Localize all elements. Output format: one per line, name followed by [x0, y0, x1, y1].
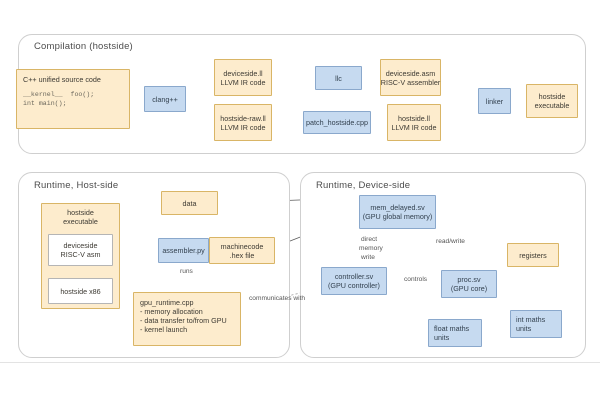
deviceside-ll-line1: deviceside.ll [223, 68, 263, 78]
deviceside-risc-v-asm-line2: RISC-V asm [60, 250, 101, 259]
deviceside-ll-line2: LLVM IR code [220, 77, 266, 87]
cpp-source-title: C++ unified source code [23, 75, 101, 84]
node-int-maths-units[interactable]: int maths units [510, 310, 562, 338]
proc-line2: (GPU core) [450, 284, 488, 293]
node-float-maths-units[interactable]: float maths units [428, 319, 482, 347]
node-cpp-source[interactable]: C++ unified source code __kernel__ foo()… [16, 69, 130, 129]
deviceside-asm-line2: RISC-V assembler [380, 77, 441, 87]
mem-delayed-line1: mem_delayed.sv [370, 203, 425, 212]
edge-label-direct-memory-write-line3: write [361, 254, 375, 261]
node-hostside-raw-ll[interactable]: hostside-raw.ll LLVM IR code [214, 104, 272, 141]
int-maths-line1: int maths [516, 315, 546, 324]
hostside-x86-label: hostside x86 [60, 286, 101, 296]
int-maths-line2: units [516, 324, 532, 333]
hostside-ll-line2: LLVM IR code [391, 122, 437, 132]
node-assembler-py[interactable]: assembler.py [158, 238, 209, 263]
clang-label: clang++ [152, 94, 178, 104]
hostside-ll-line1: hostside.ll [398, 113, 430, 123]
edge-label-runs: runs [180, 268, 193, 275]
gpu-runtime-bullet-3: - kernel launch [140, 325, 188, 334]
cpp-source-code-line2: int main(); [23, 99, 67, 107]
patch-hostside-label: patch_hostside.cpp [306, 118, 368, 127]
node-clang[interactable]: clang++ [144, 86, 186, 112]
node-machinecode-hex[interactable]: machinecode .hex file [209, 237, 275, 264]
assembler-py-label: assembler.py [162, 246, 205, 255]
node-data[interactable]: data [161, 191, 218, 215]
machinecode-line1: machinecode [220, 241, 264, 251]
node-controller-sv[interactable]: controller.sv (GPU controller) [321, 267, 387, 295]
hostside-raw-ll-line1: hostside-raw.ll [220, 113, 266, 123]
linker-label: linker [485, 96, 504, 106]
panel-runtime-host-title: Runtime, Host-side [34, 180, 119, 191]
node-hostside-ll[interactable]: hostside.ll LLVM IR code [387, 104, 441, 141]
page-divider [0, 362, 600, 363]
edge-label-direct-memory-write-line2: memory [359, 245, 383, 252]
gpu-runtime-bullet-1: - memory allocation [140, 307, 203, 316]
hostside-executable-line2: executable [534, 101, 570, 110]
node-hostside-executable[interactable]: hostside executable [526, 84, 578, 118]
proc-line1: proc.sv [457, 275, 481, 284]
node-patch-hostside[interactable]: patch_hostside.cpp [303, 111, 371, 134]
machinecode-line2: .hex file [229, 250, 255, 260]
node-deviceside-risc-v-asm[interactable]: deviceside RISC-V asm [48, 234, 113, 266]
edge-label-communicates-with: communicates with [249, 295, 306, 302]
float-maths-line1: float maths [434, 324, 470, 333]
edge-label-controls: controls [404, 276, 428, 283]
node-linker[interactable]: linker [478, 88, 511, 114]
deviceside-risc-v-asm-line1: deviceside [63, 241, 98, 250]
registers-label: registers [519, 250, 547, 260]
node-hostside-x86[interactable]: hostside x86 [48, 278, 113, 304]
node-deviceside-asm[interactable]: deviceside.asm RISC-V assembler [380, 59, 441, 96]
group-hostside-executable-line2: executable [63, 217, 98, 226]
controller-line2: (GPU controller) [328, 281, 380, 290]
group-hostside-executable-line1: hostside [67, 208, 94, 217]
mem-delayed-line2: (GPU global memory) [362, 212, 433, 221]
edge-label-direct-memory-write-line1: direct [361, 236, 378, 243]
gpu-runtime-bullet-2: - data transfer to/from GPU [140, 316, 227, 325]
node-proc-sv[interactable]: proc.sv (GPU core) [441, 270, 497, 298]
node-registers[interactable]: registers [507, 243, 559, 267]
hostside-executable-line1: hostside [538, 92, 566, 101]
edge-label-read-write: read/write [436, 238, 465, 245]
cpp-source-code-line1: __kernel__ foo(); [23, 91, 95, 98]
gpu-runtime-title: gpu_runtime.cpp [140, 298, 194, 307]
float-maths-line2: units [434, 333, 450, 342]
node-deviceside-ll[interactable]: deviceside.ll LLVM IR code [214, 59, 272, 96]
deviceside-asm-line1: deviceside.asm [385, 68, 436, 78]
node-llc[interactable]: llc [315, 66, 362, 90]
panel-runtime-device-title: Runtime, Device-side [316, 180, 411, 191]
data-label: data [182, 198, 197, 208]
controller-line1: controller.sv [334, 272, 374, 281]
node-gpu-runtime-cpp[interactable]: gpu_runtime.cpp - memory allocation - da… [133, 292, 241, 346]
panel-compilation-title: Compilation (hostside) [34, 41, 133, 52]
llc-label: llc [335, 73, 342, 83]
hostside-raw-ll-line2: LLVM IR code [220, 122, 266, 132]
node-mem-delayed-sv[interactable]: mem_delayed.sv (GPU global memory) [359, 195, 436, 229]
